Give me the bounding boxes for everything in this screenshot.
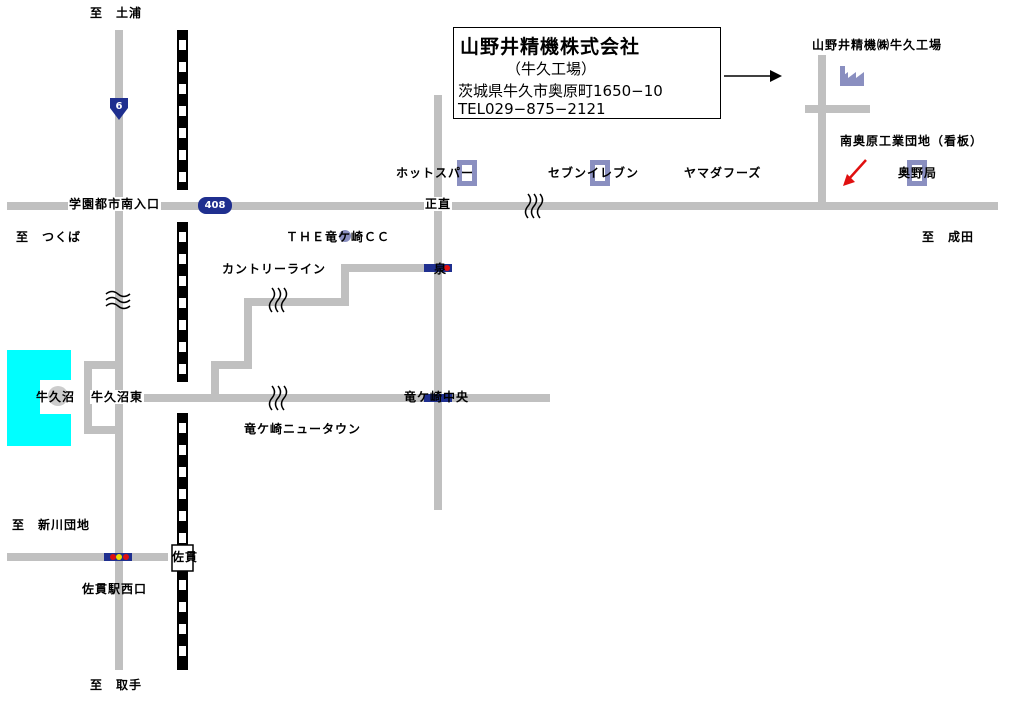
golf-icon	[339, 230, 351, 242]
label-ushikunuma-east: 牛久沼東	[90, 390, 145, 404]
label-country-line: カントリーライン	[222, 262, 327, 276]
label-post-office: 奥野局	[898, 166, 938, 180]
company-info-box: 山野井精機株式会社 （牛久工場） 茨城県牛久市奥原町1650−10 TEL029…	[453, 27, 721, 119]
route-6-badge	[110, 98, 128, 120]
country-line-road	[211, 264, 438, 398]
label-to-tsuchiura: 至 土浦	[90, 6, 143, 20]
label-ushikunuma: 牛久沼	[36, 390, 76, 404]
label-to-toride: 至 取手	[90, 678, 143, 692]
route-408-badge	[198, 197, 232, 214]
company-branch: （牛久工場）	[506, 60, 597, 78]
traffic-signals	[104, 202, 452, 561]
label-izumi: 泉	[434, 262, 448, 276]
label-yamada-foods: ヤマダフーズ	[684, 166, 762, 180]
label-hot-spa: ホットスパー	[396, 166, 475, 180]
label-minami-okuhara: 南奥原工業団地（看板）	[840, 134, 984, 148]
ushikunuma-icon	[48, 386, 68, 406]
label-sanuki: 佐貫	[172, 550, 199, 564]
route-408-number: 408	[204, 200, 226, 211]
route-6-number: 6	[115, 101, 123, 112]
label-ryugasaki-newtown: 竜ケ崎ニュータウン	[244, 422, 362, 436]
label-to-niikawa: 至 新川団地	[12, 518, 91, 532]
company-name: 山野井精機株式会社	[460, 36, 641, 58]
label-ryugasaki-center: 竜ケ崎中央	[404, 390, 470, 404]
label-seven-eleven: セブンイレブン	[548, 166, 640, 180]
pointer-arrow	[724, 70, 782, 82]
label-to-narita: 至 成田	[922, 230, 975, 244]
label-sanuki-west: 佐貫駅西口	[82, 582, 148, 596]
label-to-tsukuba: 至 つくば	[16, 230, 82, 244]
label-factory: 山野井精機㈱牛久工場	[812, 38, 943, 52]
label-the-cc: ＴＨＥ竜ケ崎ＣＣ	[286, 230, 391, 244]
road-break-marks	[105, 193, 544, 411]
company-address: 茨城県牛久市奥原町1650−10	[458, 82, 663, 100]
label-gakuen-entrance: 学園都市南入口	[68, 197, 162, 211]
sanuki-station	[171, 544, 194, 572]
label-shoden: 正直	[424, 197, 453, 211]
ushikunuma-loop-road	[84, 361, 119, 434]
jr-joban-line	[171, 30, 194, 670]
company-tel: TEL029−875−2121	[458, 100, 606, 118]
factory-icon	[840, 66, 864, 86]
sign-arrow	[843, 159, 867, 186]
